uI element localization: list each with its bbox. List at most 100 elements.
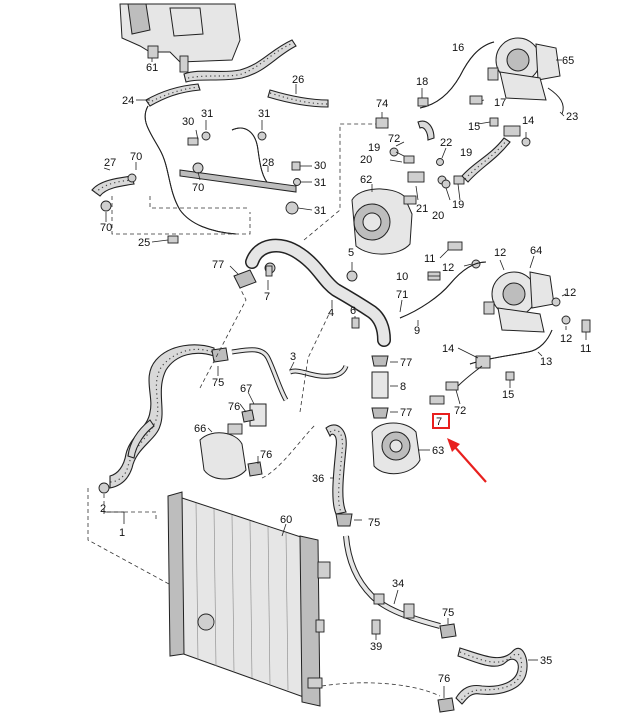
water-pump <box>371 422 421 475</box>
callout-11-b: 11 <box>580 343 591 355</box>
callout-77-a: 77 <box>212 259 224 271</box>
callout-15-a: 15 <box>468 121 480 133</box>
callout-34: 34 <box>392 578 404 590</box>
callout-60: 60 <box>280 514 292 526</box>
callout-31-c: 31 <box>314 177 326 189</box>
callout-26: 26 <box>292 74 304 86</box>
callout-20-b: 20 <box>432 210 444 222</box>
hose-35 <box>437 623 528 713</box>
callout-30: 30 <box>182 116 194 128</box>
hose-27 <box>91 162 204 212</box>
turbocharger-lower <box>483 271 555 333</box>
callout-65: 65 <box>562 55 574 67</box>
callout-3: 3 <box>290 351 296 363</box>
callout-19-a: 19 <box>368 142 380 154</box>
callout-20-a: 20 <box>360 154 372 166</box>
callout-75-b: 75 <box>368 517 380 529</box>
callout-4: 4 <box>328 307 334 319</box>
fittings-14-15-lower <box>475 355 515 381</box>
callout-15-b: 15 <box>502 389 514 401</box>
hose-36 <box>325 424 353 527</box>
callout-2: 2 <box>100 503 106 515</box>
callout-70-b: 70 <box>192 182 204 194</box>
callout-74: 74 <box>376 98 388 110</box>
callout-13: 13 <box>540 356 552 368</box>
fittings-72-7-lower <box>429 365 483 405</box>
callout-66: 66 <box>194 423 206 435</box>
callout-12-c: 12 <box>564 287 576 299</box>
bolt-6 <box>351 317 360 329</box>
callout-7-a: 7 <box>264 291 270 303</box>
radiator-fins <box>195 502 289 691</box>
callout-9: 9 <box>414 325 420 337</box>
callout-61: 61 <box>146 62 158 74</box>
alternator <box>351 188 417 255</box>
bolt-39 <box>371 619 381 635</box>
callout-72-a: 72 <box>388 133 400 145</box>
callout-19-c: 19 <box>452 199 464 211</box>
callout-8: 8 <box>400 381 406 393</box>
fittings-upper-right <box>469 95 531 147</box>
highlight-box <box>432 413 450 429</box>
hose-1 <box>98 344 215 494</box>
callout-70-c: 70 <box>100 222 112 234</box>
callout-31-d: 31 <box>314 205 326 217</box>
callout-7-b-highlighted: 7 <box>436 416 442 428</box>
callout-31-a: 31 <box>201 108 213 120</box>
callout-75-c: 75 <box>442 607 454 619</box>
hose-22-19 <box>461 137 511 183</box>
callout-63: 63 <box>432 445 444 457</box>
expansion-tank <box>119 3 241 73</box>
radiator <box>167 491 331 707</box>
callout-12-b: 12 <box>494 247 506 259</box>
callout-21: 21 <box>416 203 428 215</box>
callout-75-a: 75 <box>212 377 224 389</box>
highlight-arrow-shaft <box>453 445 487 483</box>
fittings-upper-middle <box>375 117 465 189</box>
callout-71: 71 <box>396 289 408 301</box>
callout-1: 1 <box>119 527 125 539</box>
callout-14-b: 14 <box>442 343 454 355</box>
callout-72-b: 72 <box>454 405 466 417</box>
bolts-30-31 <box>179 127 301 215</box>
hose-upper-tank <box>145 39 329 108</box>
coolant-pipe-34 <box>343 535 441 629</box>
coolant-pipe-4 <box>245 238 391 347</box>
callout-77-c: 77 <box>400 407 412 419</box>
callout-70-a: 70 <box>130 151 142 163</box>
callout-24: 24 <box>122 95 134 107</box>
turbocharger-upper <box>487 37 564 115</box>
callout-67: 67 <box>240 383 252 395</box>
callout-11-a: 11 <box>424 253 435 265</box>
callout-35: 35 <box>540 655 552 667</box>
thermostat-stack <box>371 355 389 419</box>
callout-6: 6 <box>350 305 356 317</box>
highlight-arrow-head <box>447 438 460 452</box>
callout-31-b: 31 <box>258 108 270 120</box>
callout-76-a: 76 <box>228 401 240 413</box>
callout-23: 23 <box>566 111 578 123</box>
hose-3 <box>231 347 349 402</box>
callout-19-b: 19 <box>460 147 472 159</box>
callout-76-c: 76 <box>438 673 450 685</box>
callout-10: 10 <box>396 271 408 283</box>
callout-39: 39 <box>370 641 382 653</box>
callout-16: 16 <box>452 42 464 54</box>
o-ring-5 <box>346 270 358 282</box>
callout-14-a: 14 <box>522 115 534 127</box>
callout-64: 64 <box>530 245 542 257</box>
bolt-25 <box>167 235 179 244</box>
hose-16 <box>417 41 495 141</box>
callout-22: 22 <box>440 137 452 149</box>
callout-17: 17 <box>494 97 506 109</box>
callout-62: 62 <box>360 174 372 186</box>
coolant-pipe-24 <box>144 105 237 235</box>
callout-5: 5 <box>348 247 354 259</box>
aux-pump-group <box>199 347 267 480</box>
callout-30-b: 30 <box>314 160 326 172</box>
callout-77-b: 77 <box>400 357 412 369</box>
callout-12-a: 12 <box>442 262 454 274</box>
callout-27: 27 <box>104 157 116 169</box>
cap-77-top <box>233 265 273 289</box>
callout-76-b: 76 <box>260 449 272 461</box>
